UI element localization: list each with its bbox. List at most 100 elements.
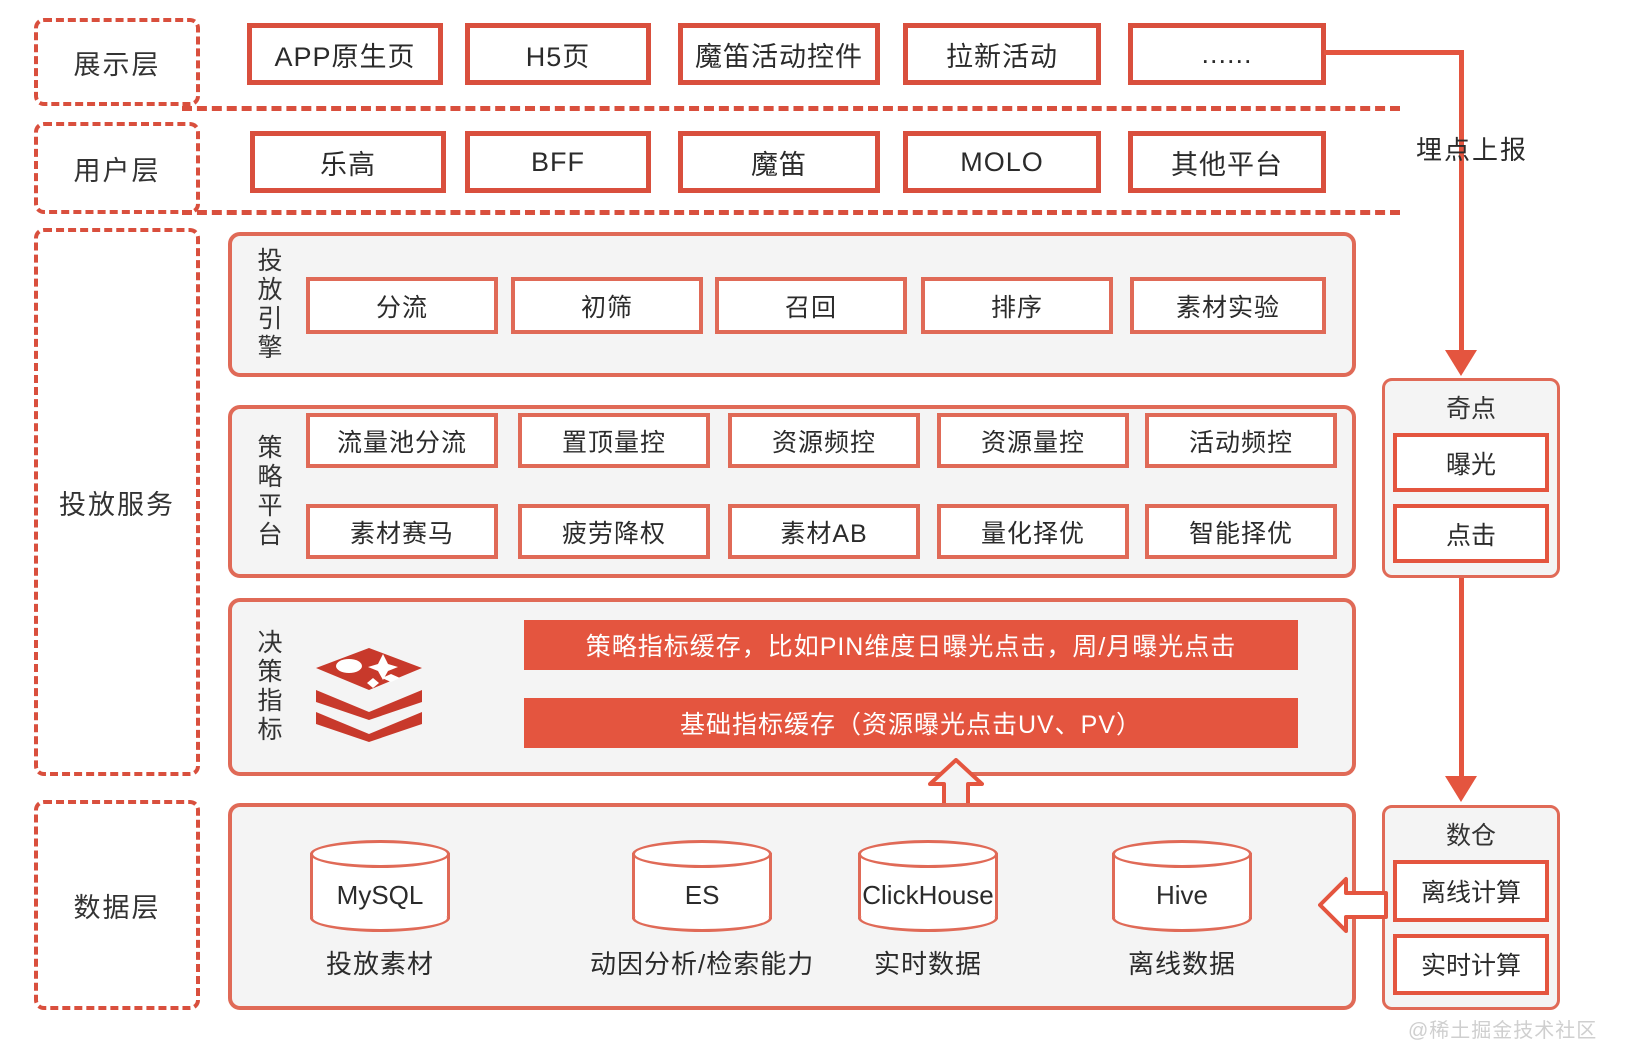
- strategy-chip-r1-2[interactable]: 资源频控: [728, 413, 920, 468]
- strategy-chip-r1-0-label: 流量池分流: [336, 428, 467, 457]
- singularity-chip-exposure-label: 曝光: [1445, 450, 1496, 479]
- strategy-chip-r1-4-label: 活动频控: [1188, 428, 1293, 457]
- strategy-chip-r1-2-label: 资源频控: [771, 428, 876, 457]
- strategy-chip-r1-0[interactable]: 流量池分流: [306, 413, 498, 468]
- strategy-chip-r2-4[interactable]: 智能择优: [1145, 504, 1337, 559]
- separator-presentation-user: [182, 106, 1400, 111]
- layer-pill-presentation: 展示层: [34, 18, 200, 106]
- singularity-chip-click[interactable]: 点击: [1393, 504, 1549, 563]
- singularity-to-warehouse-arrowhead: [1445, 776, 1477, 802]
- tracking-connector-horizontal: [1324, 50, 1464, 55]
- cylinder-shape-clickhouse: ClickHouse: [858, 840, 998, 932]
- strategy-chip-r1-1-label: 置顶量控: [561, 428, 666, 457]
- database-clickhouse-caption: 实时数据: [873, 949, 982, 979]
- presentation-box-4[interactable]: ......: [1128, 23, 1326, 85]
- warehouse-to-data-arrow-icon: [1318, 876, 1388, 939]
- strategy-chip-r1-4[interactable]: 活动频控: [1145, 413, 1337, 468]
- warehouse-chip-realtime-label: 实时计算: [1420, 952, 1521, 981]
- singularity-box: 奇点 曝光 点击: [1382, 378, 1560, 578]
- user-box-1[interactable]: BFF: [465, 131, 651, 193]
- presentation-box-3-label: 拉新活动: [946, 41, 1058, 72]
- strategy-chip-r2-1-label: 疲劳降权: [561, 519, 666, 548]
- decision-metrics-banner-1: 基础指标缓存（资源曝光点击UV、PV）: [524, 698, 1298, 748]
- layer-pill-delivery-service: 投放服务: [34, 228, 200, 776]
- database-mysql-caption: 投放素材: [325, 949, 434, 979]
- delivery-engine-chip-1[interactable]: 初筛: [511, 277, 703, 334]
- strategy-chip-r2-3[interactable]: 量化择优: [937, 504, 1129, 559]
- presentation-box-0[interactable]: APP原生页: [247, 23, 443, 85]
- user-box-2[interactable]: 魔笛: [678, 131, 880, 193]
- user-box-3-label: MOLO: [960, 146, 1044, 177]
- user-box-0-label: 乐高: [320, 149, 376, 180]
- strategy-chip-r2-4-label: 智能择优: [1188, 519, 1293, 548]
- warehouse-chip-realtime[interactable]: 实时计算: [1393, 933, 1549, 995]
- separator-user-service: [182, 210, 1400, 215]
- user-box-2-label: 魔笛: [751, 149, 807, 180]
- layer-label-user: 用户层: [73, 155, 161, 186]
- strategy-chip-r1-3-label: 资源量控: [980, 428, 1085, 457]
- cylinder-shape-hive: Hive: [1112, 840, 1252, 932]
- watermark: @稀土掘金技术社区: [1408, 1020, 1598, 1042]
- presentation-box-4-label: ......: [1201, 38, 1253, 69]
- warehouse-chip-offline-label: 离线计算: [1420, 878, 1521, 907]
- delivery-engine-chip-0[interactable]: 分流: [306, 277, 498, 334]
- cylinder-top: [858, 840, 998, 868]
- database-hive-name: Hive: [1155, 880, 1208, 910]
- database-es[interactable]: ES 动因分析/检索能力: [590, 840, 814, 981]
- database-hive[interactable]: Hive 离线数据: [1112, 840, 1252, 981]
- presentation-box-0-label: APP原生页: [274, 41, 416, 72]
- singularity-chip-click-label: 点击: [1445, 521, 1496, 550]
- database-hive-caption: 离线数据: [1127, 949, 1236, 979]
- tracking-connector-arrowhead: [1445, 350, 1477, 376]
- warehouse-title: 数仓: [1445, 822, 1496, 850]
- strategy-platform-label: 策略平台: [257, 433, 283, 549]
- singularity-to-warehouse-line: [1459, 578, 1464, 778]
- presentation-box-1[interactable]: H5页: [465, 23, 651, 85]
- delivery-engine-chip-0-label: 分流: [375, 293, 428, 322]
- warehouse-box: 数仓 离线计算 实时计算: [1382, 805, 1560, 1010]
- delivery-engine-label: 投放引擎: [257, 246, 283, 362]
- strategy-chip-r2-2-label: 素材AB: [780, 519, 868, 548]
- strategy-chip-r1-1[interactable]: 置顶量控: [518, 413, 710, 468]
- strategy-chip-r2-0-label: 素材赛马: [349, 519, 454, 548]
- presentation-box-1-label: H5页: [525, 41, 591, 72]
- user-box-4[interactable]: 其他平台: [1128, 131, 1326, 193]
- database-mysql[interactable]: MySQL 投放素材: [310, 840, 450, 981]
- decision-metrics-banner-0: 策略指标缓存，比如PIN维度日曝光点击，周/月曝光点击: [524, 620, 1298, 670]
- delivery-engine-chip-2[interactable]: 召回: [715, 277, 907, 334]
- delivery-engine-chip-3[interactable]: 排序: [921, 277, 1113, 334]
- cylinder-shape-es: ES: [632, 840, 773, 932]
- strategy-chip-r2-3-label: 量化择优: [980, 519, 1085, 548]
- delivery-engine-chip-2-label: 召回: [784, 293, 837, 322]
- database-clickhouse[interactable]: ClickHouse 实时数据: [858, 840, 998, 981]
- decision-metrics-label: 决策指标: [257, 629, 283, 744]
- decision-metrics-banner-1-label: 基础指标缓存（资源曝光点击UV、PV）: [679, 711, 1143, 739]
- tracking-connector-label: 埋点上报: [1416, 135, 1529, 165]
- decision-metrics-banner-0-label: 策略指标缓存，比如PIN维度日曝光点击，周/月曝光点击: [585, 633, 1237, 661]
- database-es-name: ES: [684, 880, 720, 910]
- layer-pill-user: 用户层: [34, 122, 200, 214]
- database-es-caption: 动因分析/检索能力: [590, 949, 815, 979]
- delivery-engine-chip-3-label: 排序: [990, 293, 1043, 322]
- warehouse-chip-offline[interactable]: 离线计算: [1393, 860, 1549, 922]
- cylinder-top: [1112, 840, 1252, 868]
- user-box-3[interactable]: MOLO: [903, 131, 1101, 193]
- presentation-box-2[interactable]: 魔笛活动控件: [678, 23, 880, 85]
- user-box-1-label: BFF: [531, 146, 585, 177]
- presentation-box-2-label: 魔笛活动控件: [695, 41, 863, 72]
- strategy-chip-r1-3[interactable]: 资源量控: [937, 413, 1129, 468]
- user-box-0[interactable]: 乐高: [250, 131, 446, 193]
- layer-label-delivery-service: 投放服务: [59, 489, 175, 520]
- singularity-chip-exposure[interactable]: 曝光: [1393, 433, 1549, 492]
- strategy-chip-r2-1[interactable]: 疲劳降权: [518, 504, 710, 559]
- strategy-chip-r2-2[interactable]: 素材AB: [728, 504, 920, 559]
- layer-label-presentation: 展示层: [73, 49, 161, 80]
- layer-pill-data: 数据层: [34, 800, 200, 1010]
- delivery-engine-chip-4-label: 素材实验: [1175, 293, 1280, 322]
- database-mysql-name: MySQL: [336, 880, 424, 910]
- delivery-engine-chip-1-label: 初筛: [580, 293, 633, 322]
- presentation-box-3[interactable]: 拉新活动: [903, 23, 1101, 85]
- strategy-chip-r2-0[interactable]: 素材赛马: [306, 504, 498, 559]
- delivery-engine-chip-4[interactable]: 素材实验: [1130, 277, 1326, 334]
